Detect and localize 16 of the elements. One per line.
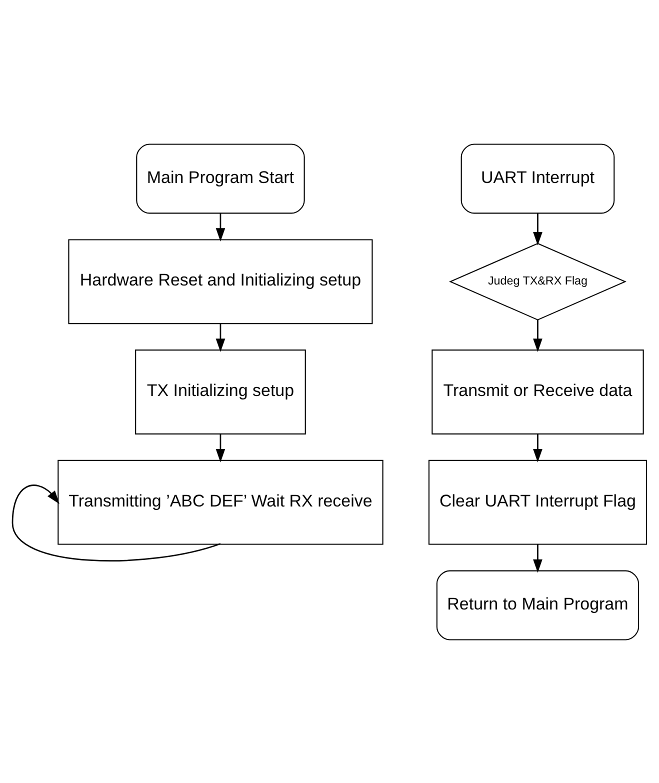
node-box: UART Interrupt — [460, 143, 615, 214]
node-diamond: Judeg TX&RX Flag — [449, 242, 626, 320]
node-box: Main Program Start — [136, 143, 305, 214]
arrow — [216, 323, 226, 352]
arrow — [533, 319, 542, 352]
arrow — [533, 544, 542, 572]
node-box: Transmit or Receive data — [432, 349, 644, 434]
arrow — [533, 433, 542, 462]
node-box: Transmitting ’ABC DEF’ Wait RX receive — [58, 459, 384, 544]
arrow — [216, 212, 226, 242]
node-box: Clear UART Interrupt Flag — [428, 459, 648, 544]
arrow — [533, 212, 542, 245]
node-box: Return to Main Program — [436, 570, 640, 640]
node-box: Hardware Reset and Initializing setup — [68, 238, 373, 324]
node-box: TX Initializing setup — [135, 349, 306, 434]
arrow — [216, 433, 226, 462]
